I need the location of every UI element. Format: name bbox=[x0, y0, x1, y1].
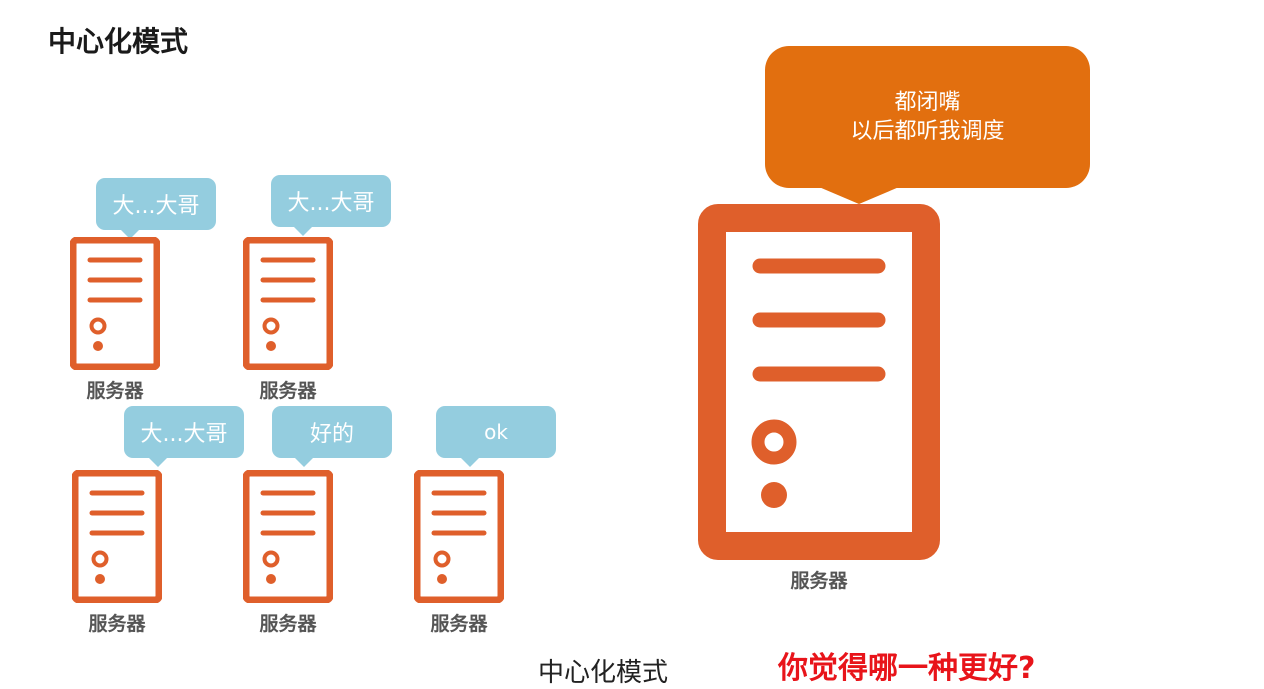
server-label: 服务器 bbox=[259, 380, 317, 402]
speech-bubble: 好的 bbox=[272, 406, 392, 467]
server-label: 服务器 bbox=[88, 613, 146, 635]
bubble-text: 大...大哥 bbox=[287, 191, 375, 216]
bubble-text: 好的 bbox=[309, 422, 354, 447]
page-title: 中心化模式 bbox=[48, 25, 189, 58]
server-label: 服务器 bbox=[430, 613, 488, 635]
caption: 中心化模式 bbox=[538, 658, 669, 688]
server-icon bbox=[72, 470, 162, 603]
central-bubble-line-2: 以后都听我调度 bbox=[850, 119, 1005, 144]
central-bubble-line-1: 都闭嘴 bbox=[894, 90, 961, 115]
central-speech-bubble: 都闭嘴 以后都听我调度 bbox=[765, 46, 1090, 204]
server-label: 服务器 bbox=[259, 613, 317, 635]
speech-bubble: 大...大哥 bbox=[124, 406, 244, 467]
question-text: 你觉得哪一种更好? bbox=[778, 651, 1036, 686]
bubble-text: 大...大哥 bbox=[112, 194, 200, 219]
speech-bubble: 大...大哥 bbox=[271, 175, 391, 236]
server-icon bbox=[70, 237, 160, 370]
bubble-text: ok bbox=[484, 420, 508, 444]
speech-bubble: ok bbox=[436, 406, 556, 467]
server-icon bbox=[243, 470, 333, 603]
central-server-label: 服务器 bbox=[790, 570, 848, 592]
speech-bubble: 大...大哥 bbox=[96, 178, 216, 239]
server-icon bbox=[414, 470, 504, 603]
server-label: 服务器 bbox=[86, 380, 144, 402]
bubble-text: 大...大哥 bbox=[140, 422, 228, 447]
server-icon bbox=[243, 237, 333, 370]
central-server-icon bbox=[698, 204, 940, 560]
